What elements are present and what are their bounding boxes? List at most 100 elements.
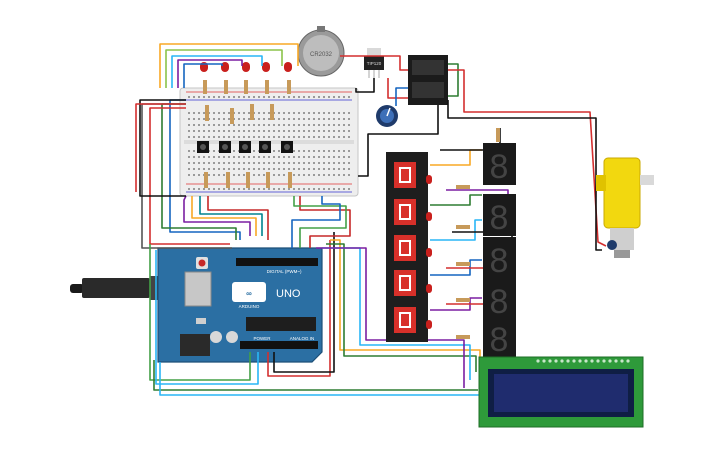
lcd-screen xyxy=(494,374,628,412)
breadboard-hole xyxy=(193,96,195,98)
lcd-pin xyxy=(620,359,624,363)
breadboard-hole xyxy=(278,130,280,132)
breadboard-hole xyxy=(293,118,295,120)
transistor-tip120[interactable]: TIP120 xyxy=(364,48,384,78)
breadboard-hole xyxy=(348,150,350,152)
segment-driver[interactable] xyxy=(394,199,416,225)
breadboard-hole xyxy=(328,150,330,152)
led[interactable] xyxy=(426,284,432,293)
lcd-pin xyxy=(590,359,594,363)
breadboard-hole xyxy=(218,162,220,164)
led[interactable] xyxy=(221,62,229,72)
breadboard-hole xyxy=(298,130,300,132)
lcd-pin xyxy=(554,359,558,363)
segment-driver[interactable] xyxy=(394,307,416,333)
breadboard-hole xyxy=(303,118,305,120)
breadboard-hole xyxy=(298,156,300,158)
digital-header xyxy=(236,258,318,266)
breadboard-hole xyxy=(338,124,340,126)
breadboard-hole xyxy=(288,124,290,126)
power-analog-header xyxy=(240,341,318,349)
breadboard-hole xyxy=(223,156,225,158)
pushbutton[interactable] xyxy=(281,141,293,153)
breadboard-hole xyxy=(233,136,235,138)
seven-segment-display[interactable]: 8 xyxy=(483,143,516,186)
led[interactable] xyxy=(426,248,432,257)
breadboard-hole xyxy=(198,124,200,126)
breadboard-hole xyxy=(218,124,220,126)
breadboard-hole xyxy=(263,118,265,120)
seven-segment-display[interactable]: 8 xyxy=(483,237,516,280)
breadboard-hole xyxy=(208,124,210,126)
battery-label: CR2032 xyxy=(310,52,333,58)
breadboard-hole xyxy=(298,150,300,152)
breadboard-hole xyxy=(258,124,260,126)
breadboard-hole xyxy=(323,156,325,158)
segment-driver[interactable] xyxy=(394,162,416,188)
segment-driver[interactable] xyxy=(394,270,416,296)
seven-segment-display[interactable]: 8 xyxy=(483,194,516,237)
breadboard-hole xyxy=(283,168,285,170)
relay-module[interactable] xyxy=(408,55,448,105)
analog-label: ANALOG IN xyxy=(290,336,315,341)
breadboard-hole xyxy=(253,136,255,138)
pushbutton[interactable] xyxy=(197,141,209,153)
led[interactable] xyxy=(426,175,432,184)
arduino-uno-board[interactable]: ∞ ARDUINO UNO DIGITAL (PWM~) POWER ANALO… xyxy=(157,247,323,363)
pushbutton[interactable] xyxy=(259,141,271,153)
breadboard-hole xyxy=(283,112,285,114)
pushbutton[interactable] xyxy=(239,141,251,153)
breadboard-hole xyxy=(278,156,280,158)
breadboard-hole xyxy=(343,124,345,126)
breadboard-hole xyxy=(278,96,280,98)
breadboard-hole xyxy=(238,112,240,114)
breadboard-hole xyxy=(298,162,300,164)
breadboard-hole xyxy=(308,156,310,158)
breadboard-hole xyxy=(243,136,245,138)
breadboard-holes xyxy=(188,96,350,190)
reset-button[interactable] xyxy=(198,259,206,267)
breadboard-hole xyxy=(213,168,215,170)
breadboard-hole xyxy=(288,168,290,170)
breadboard-hole xyxy=(343,130,345,132)
segment-driver[interactable] xyxy=(394,235,416,261)
breadboard-hole xyxy=(188,162,190,164)
pushbutton[interactable] xyxy=(219,141,231,153)
breadboard-hole xyxy=(213,96,215,98)
breadboard-hole xyxy=(308,130,310,132)
breadboard-hole xyxy=(243,174,245,176)
breadboard-hole xyxy=(308,150,310,152)
breadboard-hole xyxy=(203,96,205,98)
led[interactable] xyxy=(426,212,432,221)
led[interactable] xyxy=(262,62,270,72)
led[interactable] xyxy=(284,62,292,72)
breadboard-hole xyxy=(333,156,335,158)
breadboard-hole xyxy=(248,130,250,132)
breadboard-hole xyxy=(193,188,195,190)
breadboard-hole xyxy=(228,136,230,138)
breadboard-hole xyxy=(188,96,190,98)
breadboard-hole xyxy=(298,96,300,98)
breadboard-hole xyxy=(218,112,220,114)
led[interactable] xyxy=(426,320,432,329)
lcd-module[interactable] xyxy=(478,356,644,428)
seven-segment-display[interactable]: 8 xyxy=(483,316,516,359)
breadboard-hole xyxy=(313,162,315,164)
led[interactable] xyxy=(242,62,250,72)
breadboard-hole xyxy=(348,174,350,176)
breadboard-hole xyxy=(203,156,205,158)
breadboard-hole xyxy=(313,156,315,158)
breadboard-hole xyxy=(323,188,325,190)
breadboard-hole xyxy=(273,150,275,152)
seven-segment-display[interactable]: 8 xyxy=(483,278,516,321)
potentiometer[interactable] xyxy=(376,105,398,127)
breadboard-hole xyxy=(273,168,275,170)
breadboard-hole xyxy=(258,130,260,132)
breadboard-hole xyxy=(303,162,305,164)
breadboard-hole xyxy=(323,118,325,120)
dc-motor[interactable] xyxy=(596,157,654,258)
breadboard-hole xyxy=(348,118,350,120)
breadboard-hole xyxy=(298,118,300,120)
coin-cell-battery[interactable]: CR2032 xyxy=(297,26,345,77)
breadboard-hole xyxy=(238,156,240,158)
